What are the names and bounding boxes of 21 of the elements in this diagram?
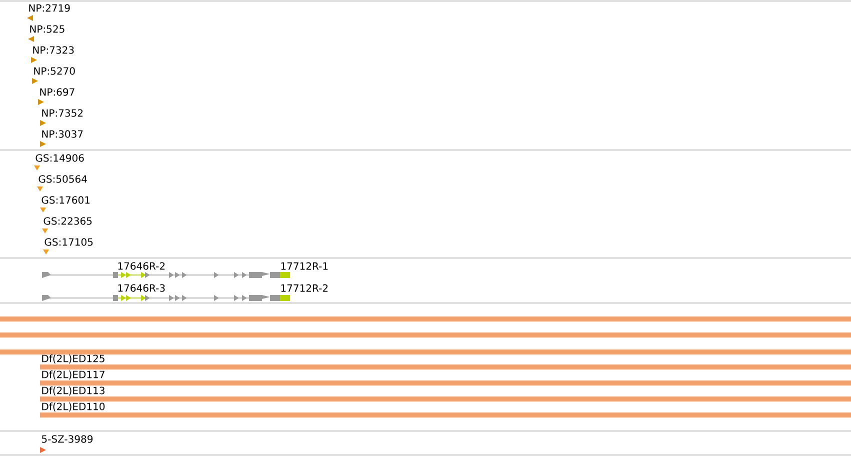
feature-label: GS:17105 [44,238,93,246]
feature-label: GS:22365 [44,217,92,225]
feature-label: NP:7323 [33,46,74,54]
feature-label: 17712R-1 [281,262,328,270]
feature-label: NP:7352 [42,109,83,117]
feature-label: NP:3037 [42,130,83,138]
feature-label: GS:14906 [36,154,84,162]
feature-label: 17712R-2 [281,284,328,292]
feature-label: Df(2L)ED110 [42,402,105,412]
feature-label: NP:697 [40,88,74,96]
feature-label: NP:5270 [34,67,75,75]
feature-label: GS:17601 [42,196,90,204]
feature-label: 17646R-3 [118,284,165,292]
feature-label: 5-SZ-3989 [42,435,93,443]
feature-label: 17646R-2 [118,262,165,270]
feature-label: Df(2L)ED113 [42,386,104,396]
feature-label: Df(2L)ED117 [42,370,104,380]
feature-label: NP:2719 [29,4,70,12]
feature-label: Df(2L)ED125 [42,354,104,364]
feature-label: GS:50564 [38,175,87,183]
feature-label: NP:525 [30,25,64,33]
